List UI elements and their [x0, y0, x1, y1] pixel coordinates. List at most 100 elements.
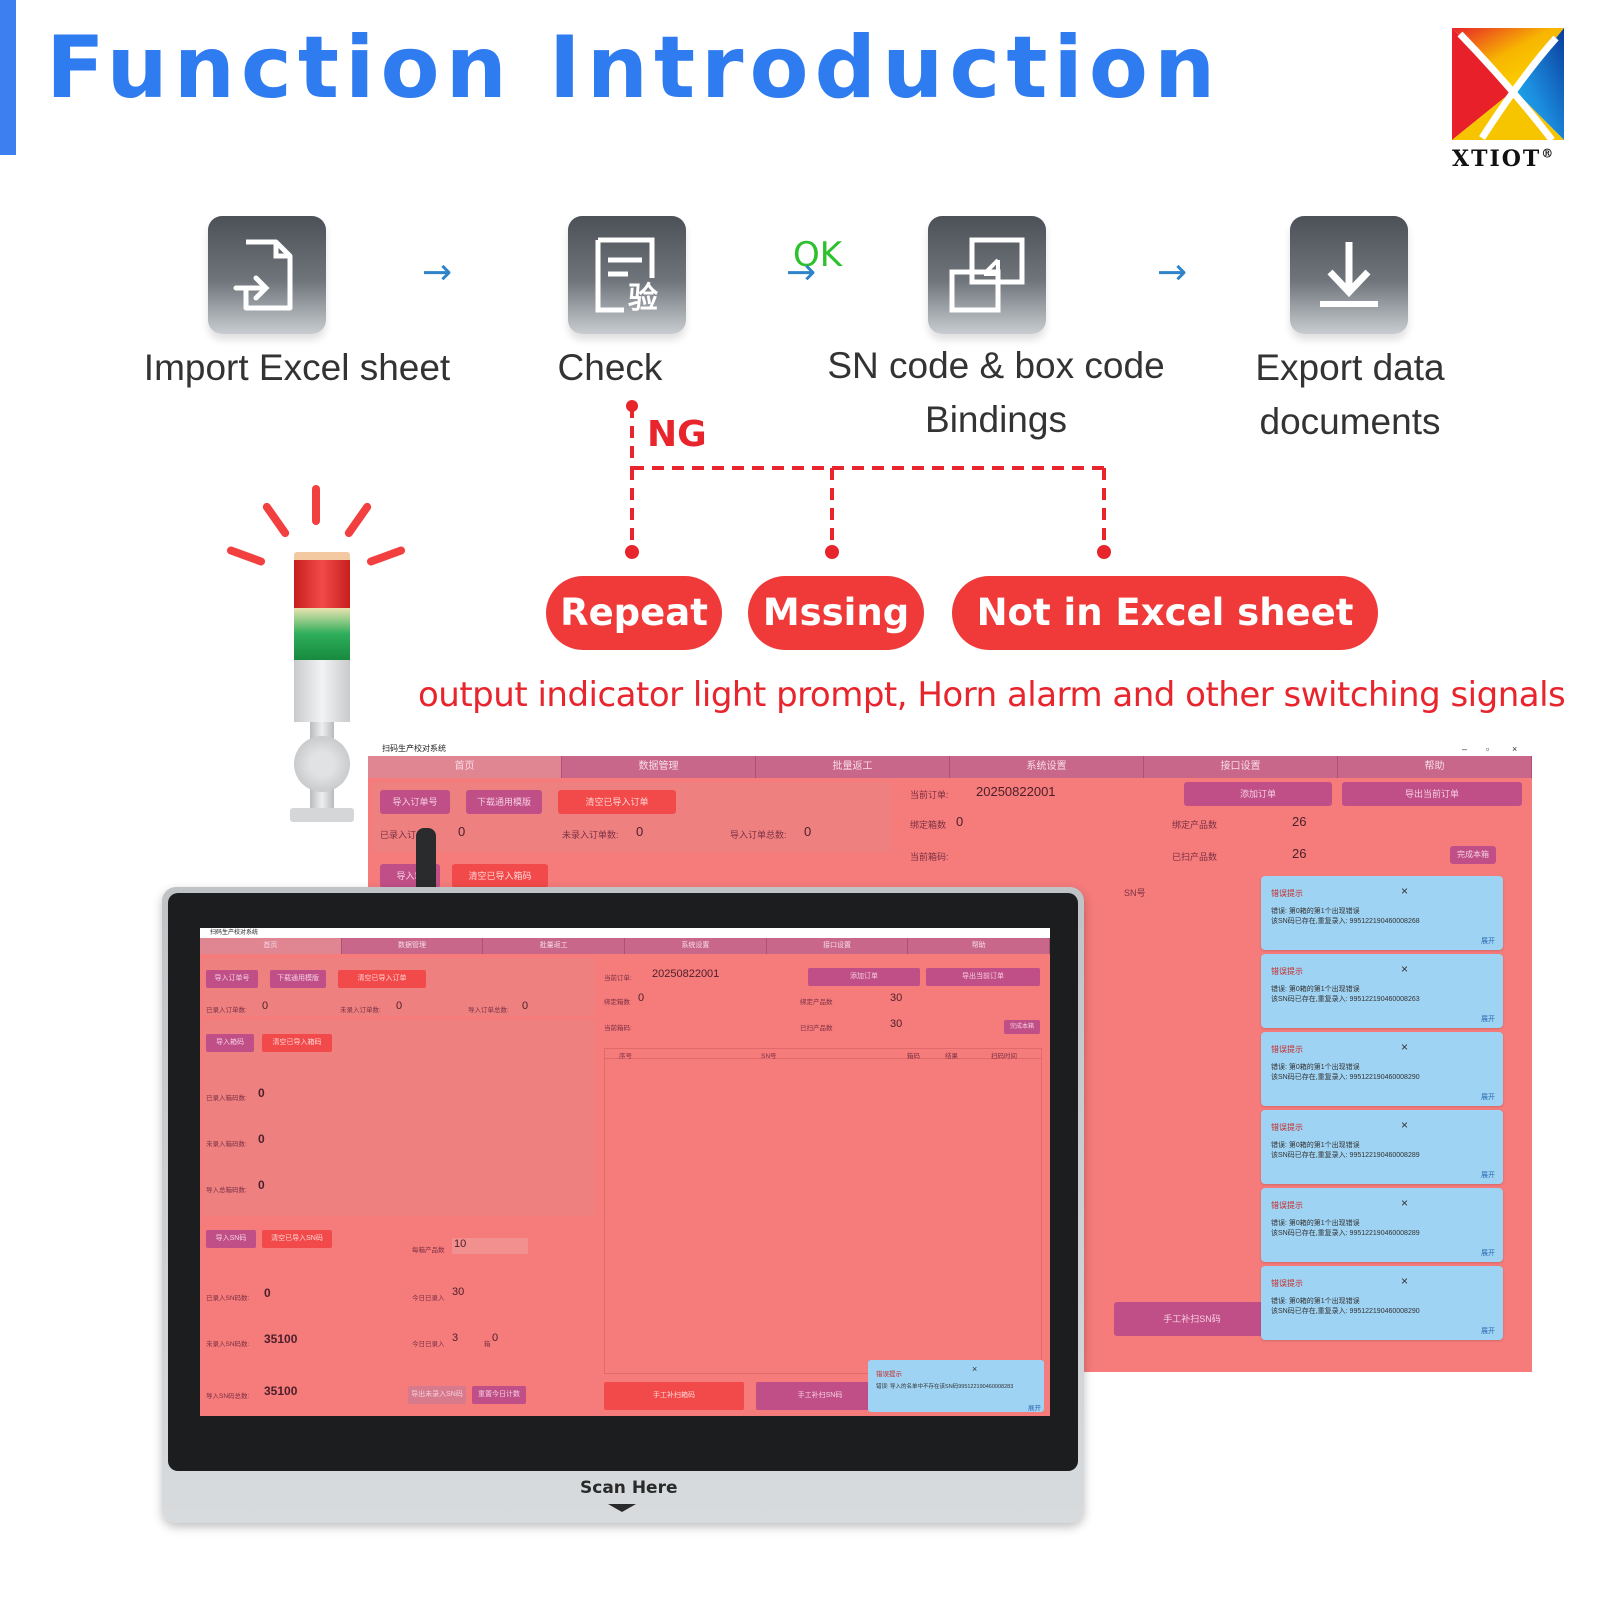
tab-home[interactable]: 首页 — [368, 756, 562, 778]
export-order-button[interactable]: 导出当前订单 — [1342, 782, 1522, 806]
export-order-button[interactable]: 导出当前订单 — [926, 968, 1040, 986]
add-order-button[interactable]: 添加订单 — [808, 968, 920, 986]
alert-close-icon[interactable]: × — [1401, 1196, 1409, 1210]
import-order-button[interactable]: 导入订单号 — [206, 970, 258, 988]
column-header: 结果 — [945, 1053, 958, 1060]
alert-expand-link[interactable]: 展开 — [1481, 1094, 1495, 1101]
current-box-label: 当前箱码: — [910, 852, 949, 862]
total-orders-value: 0 — [522, 1000, 529, 1012]
alert-message: 该SN码已存在,重复录入: 995122190460008263 — [1271, 996, 1420, 1003]
total-orders-label: 导入订单总数: — [468, 1007, 509, 1014]
alert-close-icon[interactable]: × — [1401, 884, 1409, 898]
bound-boxes-value: 0 — [638, 992, 645, 1004]
imported-orders-label: 已录入订单 — [380, 830, 426, 840]
clear-orders-button[interactable]: 清空已导入订单 — [558, 790, 676, 814]
imported-orders-value: 0 — [262, 1000, 269, 1012]
monitor-screen: 扫码生产校对系统 首页 数据管理 批量返工 系统设置 接口设置 帮助 导入订单号… — [200, 928, 1050, 1416]
download-template-button[interactable]: 下载通用模版 — [270, 970, 326, 988]
alert-message: 错误: 第0箱的第1个出现错误 — [1271, 1064, 1360, 1071]
current-order-label: 当前订单: — [604, 975, 632, 982]
error-repeat-badge: Repeat — [546, 576, 722, 650]
title-accent-bar — [0, 0, 16, 155]
per-box-label: 每箱产品数 — [412, 1247, 445, 1254]
tab-data[interactable]: 数据管理 — [342, 938, 484, 954]
not-imported-value: 0 — [396, 1000, 403, 1012]
alert-close-icon[interactable]: × — [1401, 1118, 1409, 1132]
sn-not-imported-value: 35100 — [264, 1332, 298, 1346]
tab-rework[interactable]: 批量返工 — [756, 756, 950, 778]
bound-boxes-label: 绑定箱数 — [910, 820, 947, 830]
close-icon[interactable]: × — [1512, 744, 1518, 754]
tab-system[interactable]: 系统设置 — [950, 756, 1144, 778]
error-alert: 错误提示 × 错误: 第0箱的第1个出现错误 该SN码已存在,重复录入: 995… — [1261, 1266, 1503, 1340]
tab-help[interactable]: 帮助 — [908, 938, 1050, 954]
not-imported-label: 未录入订单数: — [340, 1007, 381, 1014]
arrow-right-icon: → — [786, 252, 817, 293]
clear-boxes-button[interactable]: 清空已导入箱码 — [452, 864, 548, 888]
today-imported-label: 今日已录入 — [412, 1295, 445, 1302]
tab-rework[interactable]: 批量返工 — [483, 938, 626, 954]
import-order-button[interactable]: 导入订单号 — [380, 790, 450, 814]
step-label-check: Check — [557, 347, 663, 388]
download-template-button[interactable]: 下载通用模版 — [466, 790, 542, 814]
tab-help[interactable]: 帮助 — [1338, 756, 1532, 778]
reset-today-button[interactable]: 重置今日计数 — [472, 1386, 526, 1404]
arrow-right-icon: → — [1157, 252, 1188, 293]
tab-home[interactable]: 首页 — [200, 938, 342, 954]
alert-expand-link[interactable]: 展开 — [1481, 938, 1495, 945]
error-alert: 错误提示 × 错误: 第0箱的第1个出现错误 该SN码已存在,重复录入: 995… — [1261, 954, 1503, 1028]
maximize-icon[interactable]: ▫ — [1486, 744, 1490, 754]
scan-here-label: Scan Here — [580, 1478, 678, 1498]
alert-close-icon[interactable]: × — [972, 1364, 978, 1374]
alert-title: 错误提示 — [1271, 1279, 1303, 1288]
file-import-icon — [208, 216, 326, 334]
finish-box-button[interactable]: 完成本箱 — [1004, 1020, 1040, 1034]
alert-message: 该SN码已存在,重复录入: 995122190460008289 — [1271, 1230, 1420, 1237]
clear-boxes-button[interactable]: 清空已导入箱码 — [262, 1034, 332, 1052]
error-alert: 错误提示 × 错误: 第0箱的第1个出现错误 该SN码已存在,重复录入: 995… — [1261, 876, 1503, 950]
alert-expand-link[interactable]: 展开 — [1028, 1405, 1041, 1412]
alert-expand-link[interactable]: 展开 — [1481, 1172, 1495, 1179]
alert-expand-link[interactable]: 展开 — [1481, 1016, 1495, 1023]
export-unrecorded-button[interactable]: 导出未录入SN码 — [408, 1386, 466, 1404]
manual-box-button[interactable]: 手工补扫箱码 — [604, 1382, 744, 1410]
error-alert: 错误提示 × 错误: 第0箱的第1个出现错误 该SN码已存在,重复录入: 995… — [1261, 1188, 1503, 1262]
clear-orders-button[interactable]: 清空已导入订单 — [338, 970, 426, 988]
bound-products-label: 绑定产品数 — [1172, 820, 1218, 830]
alert-message: 错误: 导入的名单中不存在该SN码995122190460008283 — [876, 1384, 1014, 1390]
alert-close-icon[interactable]: × — [1401, 962, 1409, 976]
boxes-total-label: 导入总箱码数: — [206, 1187, 247, 1194]
tab-data[interactable]: 数据管理 — [562, 756, 756, 778]
column-header: 箱码 — [907, 1053, 920, 1060]
add-order-button[interactable]: 添加订单 — [1184, 782, 1332, 806]
step-label-import: Import Excel sheet — [143, 347, 451, 388]
alert-close-icon[interactable]: × — [1401, 1274, 1409, 1288]
manual-sn-button[interactable]: 手工补扫SN码 — [1114, 1302, 1270, 1336]
step-label-binding-2: Bindings — [925, 399, 1067, 440]
manual-sn-button[interactable]: 手工补扫SN码 — [756, 1382, 884, 1410]
tab-interface[interactable]: 接口设置 — [767, 938, 909, 954]
column-header: SN号 — [761, 1053, 777, 1060]
tab-interface[interactable]: 接口设置 — [1144, 756, 1338, 778]
alert-title: 错误提示 — [1271, 1045, 1303, 1054]
minimize-icon[interactable]: – — [1462, 744, 1468, 754]
alert-message: 错误: 第0箱的第1个出现错误 — [1271, 1298, 1360, 1305]
current-order-value: 20250822001 — [976, 784, 1056, 799]
alert-expand-link[interactable]: 展开 — [1481, 1250, 1495, 1257]
alert-close-icon[interactable]: × — [1401, 1040, 1409, 1054]
import-box-button[interactable]: 导入箱码 — [206, 1034, 254, 1052]
error-alert: 错误提示 × 错误: 导入的名单中不存在该SN码9951221904600082… — [868, 1360, 1044, 1412]
alert-expand-link[interactable]: 展开 — [1481, 1328, 1495, 1335]
page-title: Function Introduction — [46, 18, 1222, 118]
finish-box-button[interactable]: 完成本箱 — [1450, 846, 1496, 864]
per-box-input[interactable]: 10 — [452, 1238, 528, 1254]
import-sn-button[interactable]: 导入SN码 — [206, 1230, 256, 1248]
tab-system[interactable]: 系统设置 — [625, 938, 767, 954]
error-alert: 错误提示 × 错误: 第0箱的第1个出现错误 该SN码已存在,重复录入: 995… — [1261, 1110, 1503, 1184]
imported-orders-label: 已录入订单数: — [206, 1007, 247, 1014]
sn-imported-label: 已录入SN码数: — [206, 1295, 250, 1302]
bound-boxes-label: 绑定箱数 — [604, 999, 630, 1006]
alert-message: 该SN码已存在,重复录入: 995122190460008290 — [1271, 1308, 1420, 1315]
alert-title: 错误提示 — [1271, 967, 1303, 976]
clear-sn-button[interactable]: 清空已导入SN码 — [262, 1230, 332, 1248]
